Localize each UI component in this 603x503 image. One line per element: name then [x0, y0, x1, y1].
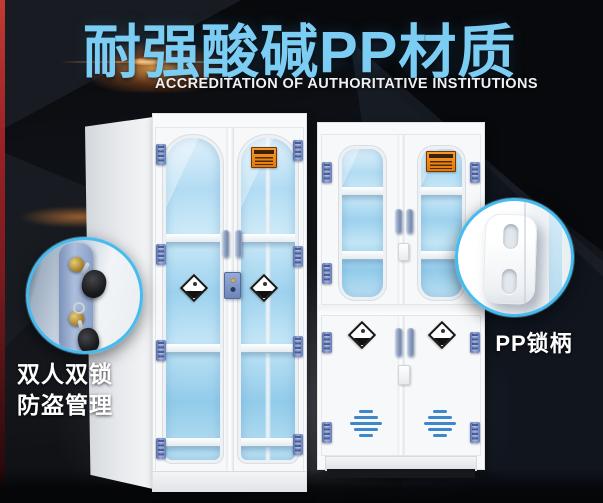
shelf	[166, 438, 220, 447]
hinge	[322, 332, 332, 353]
hinge	[293, 434, 303, 455]
hinge	[293, 246, 303, 267]
hinge	[470, 162, 480, 183]
hinge	[156, 340, 166, 361]
cabinet-left-doors	[155, 127, 304, 473]
headline-subtitle: ACCREDITATION OF AUTHORITATIVE INSTITUTI…	[155, 76, 538, 92]
hazard-label-orange	[426, 151, 456, 172]
cabinet-right-upper-doors	[321, 134, 481, 305]
door-lock	[398, 365, 410, 385]
pp-handle	[482, 213, 538, 305]
shelf	[342, 251, 383, 260]
center-stile	[225, 128, 234, 472]
shelf	[241, 344, 295, 353]
cabinet-right-lower-doors	[321, 315, 481, 456]
door-handle	[406, 209, 413, 234]
shelf	[241, 438, 295, 447]
hinge	[322, 263, 332, 284]
shelf	[421, 187, 462, 196]
cabinet-right-plinth	[327, 469, 475, 478]
shelf	[166, 344, 220, 353]
door-handle	[395, 209, 402, 234]
cabinet-right-divider	[318, 305, 484, 315]
hinge	[322, 422, 332, 443]
hinge	[293, 336, 303, 357]
pp-handle-caption: PP锁柄	[495, 331, 573, 356]
hazard-label-orange	[251, 147, 277, 168]
dual-lock-callout-circle	[26, 237, 143, 354]
door-handle	[407, 328, 414, 357]
glass-window	[421, 149, 462, 297]
center-stile	[397, 316, 405, 455]
dual-lock-caption: 双人双锁 防盗管理	[17, 359, 113, 421]
door-handle	[395, 328, 402, 357]
cabinet-left-base	[153, 471, 306, 491]
dual-lock-caption-line1: 双人双锁	[17, 361, 113, 387]
glass-window	[342, 149, 383, 297]
shelf	[241, 234, 295, 243]
cabinet-right-body	[317, 122, 485, 471]
hinge	[156, 438, 166, 459]
cabinet-left-front	[152, 113, 307, 492]
key-ring	[73, 302, 85, 314]
door-lock-box	[224, 272, 241, 299]
shelf	[342, 187, 383, 196]
dual-lock-caption-line2: 防盗管理	[17, 391, 113, 418]
pp-handle-callout-circle	[455, 198, 574, 317]
hinge	[470, 332, 480, 353]
hinge	[156, 244, 166, 265]
hinge	[293, 140, 303, 161]
hinge	[322, 162, 332, 183]
corrosive-diamond-label	[427, 320, 457, 350]
vent-grille	[423, 410, 457, 437]
door-handle	[222, 230, 229, 258]
hinge	[156, 144, 166, 165]
vent-grille	[349, 410, 383, 437]
glass-window	[241, 138, 295, 460]
hinge	[470, 422, 480, 443]
shelf	[166, 234, 220, 243]
cabinet-right	[317, 122, 485, 478]
door-handle	[235, 230, 242, 258]
door-lock	[398, 243, 409, 261]
corrosive-diamond-label	[347, 320, 377, 350]
key-cylinder	[69, 257, 84, 272]
cabinet-left	[85, 113, 307, 493]
left-red-edge-strip	[0, 0, 5, 503]
